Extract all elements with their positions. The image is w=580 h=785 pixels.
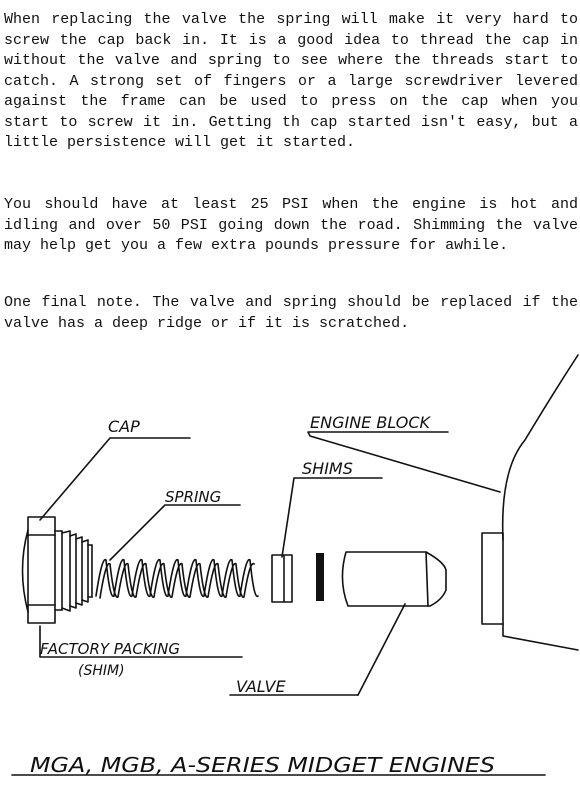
paragraph-spring-cap: When replacing the valve the spring will… [4,11,578,151]
diagram-caption: MGA, MGB, A-SERIES MIDGET ENGINES [30,753,495,777]
paragraph-pressure: You should have at least 25 PSI when the… [4,196,578,254]
label-spring: SPRING [165,488,221,506]
label-engine-block: ENGINE BLOCK [310,413,432,432]
label-cap: CAP [108,417,140,436]
label-valve: VALVE [236,677,287,696]
label-shims: SHIMS [302,459,353,478]
spring-part [95,558,259,599]
cap-part [21,516,93,624]
valve-part [341,551,447,607]
leader-lines [39,431,501,696]
engine-block-part [481,354,579,651]
paragraph-final-note: One final note. The valve and spring sho… [4,294,578,332]
packing-ring [316,553,324,601]
shim-part [271,554,293,603]
label-factory-packing: FACTORY PACKING [40,640,180,658]
label-factory-packing-note: (SHIM) [78,663,125,679]
